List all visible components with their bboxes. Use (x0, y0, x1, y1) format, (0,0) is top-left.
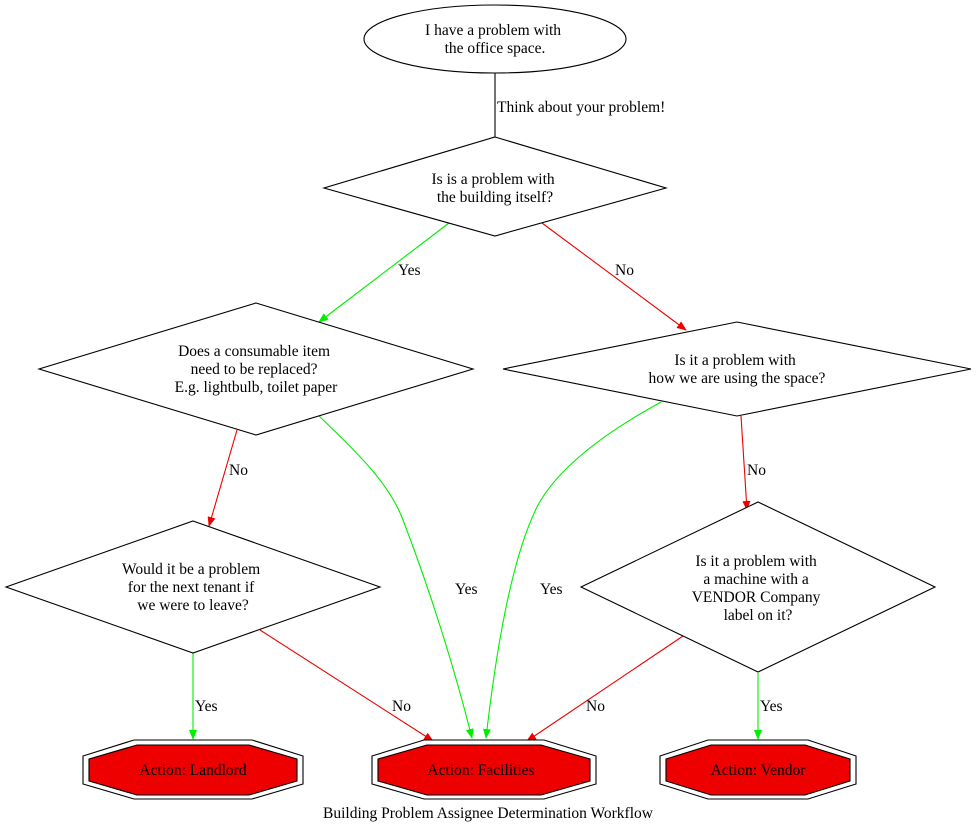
edge-label-tenant-facilities: No (392, 698, 411, 715)
svg-text:Action: Facilities: Action: Facilities (427, 762, 534, 779)
svg-text:Is it a problem with h: Is it a problem with how we are using th… (649, 352, 826, 387)
svg-text:Would it be a problem: Would it be a problem for the next tenan… (122, 561, 264, 614)
edge-usage-vendorq (740, 415, 751, 511)
svg-text:Is is a problem with t: Is is a problem with the building itself… (432, 171, 559, 206)
edge-vendorq-facilities (526, 635, 684, 742)
edge-label-start-building: Think about your problem! (497, 99, 665, 116)
edge-label-consumable-tenant: No (229, 462, 248, 479)
node-consumable-question: Does a consumable item need to be replac… (37, 302, 475, 436)
svg-text:Action: Landlord: Action: Landlord (139, 762, 246, 779)
edge-label-usage-vendorq: No (747, 462, 766, 479)
node-action-vendor: Action: Vendor (659, 739, 857, 800)
node-vendor-question: Is it a problem with a machine with a VE… (579, 501, 937, 673)
edge-label-building-usage: No (615, 262, 634, 279)
node-action-landlord: Action: Landlord (82, 739, 304, 800)
svg-text:I have a problem with: I have a problem with the office space. (425, 22, 565, 57)
svg-text:Does a consumable item: Does a consumable item need to be replac… (175, 343, 339, 396)
node-building-question: Is is a problem with the building itself… (322, 136, 668, 237)
node-tenant-question: Would it be a problem for the next tenan… (4, 520, 382, 654)
edge-building-consumable (318, 222, 450, 323)
edges: Think about your problem! Yes No No Yes … (189, 67, 783, 742)
svg-text:Is it a problem with a: Is it a problem with a machine with a VE… (692, 553, 825, 624)
edge-label-building-consumable: Yes (398, 262, 421, 279)
edge-usage-facilities (483, 401, 662, 739)
node-start: I have a problem with the office space. (363, 4, 627, 74)
edge-label-tenant-landlord: Yes (195, 698, 218, 715)
edge-consumable-facilities (318, 415, 474, 739)
nodes: I have a problem with the office space. … (4, 4, 972, 800)
edge-label-consumable-facilities: Yes (455, 581, 478, 598)
node-action-facilities: Action: Facilities (371, 739, 597, 800)
edge-building-usage (541, 222, 687, 331)
edge-label-usage-facilities: Yes (540, 581, 563, 598)
edge-label-vendorq-vendor: Yes (760, 698, 783, 715)
edge-tenant-facilities (259, 629, 434, 742)
edge-consumable-tenant (207, 429, 238, 527)
edge-label-vendorq-facilities: No (586, 698, 605, 715)
svg-text:Action: Vendor: Action: Vendor (711, 762, 807, 779)
diagram-caption: Building Problem Assignee Determination … (323, 805, 654, 822)
node-usage-question: Is it a problem with how we are using th… (502, 321, 972, 417)
